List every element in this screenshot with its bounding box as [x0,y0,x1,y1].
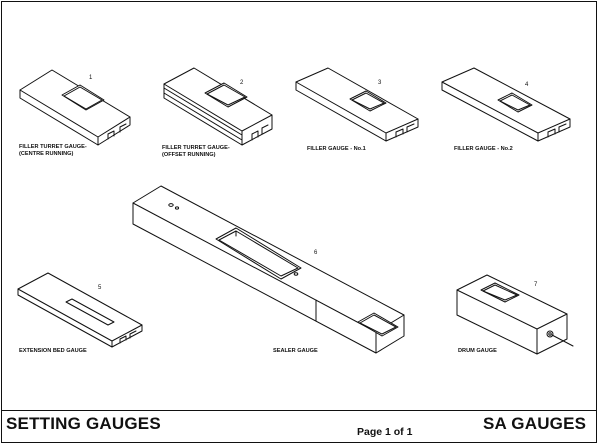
gauge-3-number: 3 [378,80,382,86]
gauge-7-drawing: 7 DRUM GAUGE [456,274,574,355]
gauge-2-label: FILLER TURRET GAUGE- [162,145,230,151]
gauge-5-drawing: 5 EXTENSION BED GAUGE [17,272,143,354]
company-title: SA GAUGES [483,414,587,433]
gauge-2-label-line2: (OFFSET RUNNING) [162,152,216,158]
gauge-1-number: 1 [89,75,93,81]
gauge-7-label: DRUM GAUGE [458,348,497,354]
page-indicator: Page 1 of 1 [357,426,413,438]
gauge-2-number: 2 [240,80,244,86]
gauge-4-number: 4 [525,82,529,88]
gauge-3-label: FILLER GAUGE - No.1 [307,146,366,152]
gauge-6-label: SEALER GAUGE [273,348,318,354]
gauge-3-drawing: 3 FILLER GAUGE - No.1 [295,67,419,152]
drawing-title: SETTING GAUGES [6,414,161,433]
gauge-7-number: 7 [534,282,538,288]
title-block [1,410,597,444]
gauge-1-label-line2: (CENTRE RUNNING) [19,151,74,157]
gauge-4-drawing: 4 FILLER GAUGE - No.2 [441,67,571,152]
gauge-5-label: EXTENSION BED GAUGE [19,348,87,354]
gauge-6-drawing: 6 SEALER GAUGE [132,185,405,354]
gauge-4-label: FILLER GAUGE - No.2 [454,146,513,152]
gauge-5-number: 5 [98,285,102,291]
gauge-2-drawing: 2 FILLER TURRET GAUGE- (OFFSET RUNNING) [162,67,273,158]
gauge-1-label: FILLER TURRET GAUGE- [19,144,87,150]
gauge-6-number: 6 [314,250,318,256]
gauge-1-drawing: 1 FILLER TURRET GAUGE- (CENTRE RUNNING) [19,69,131,157]
